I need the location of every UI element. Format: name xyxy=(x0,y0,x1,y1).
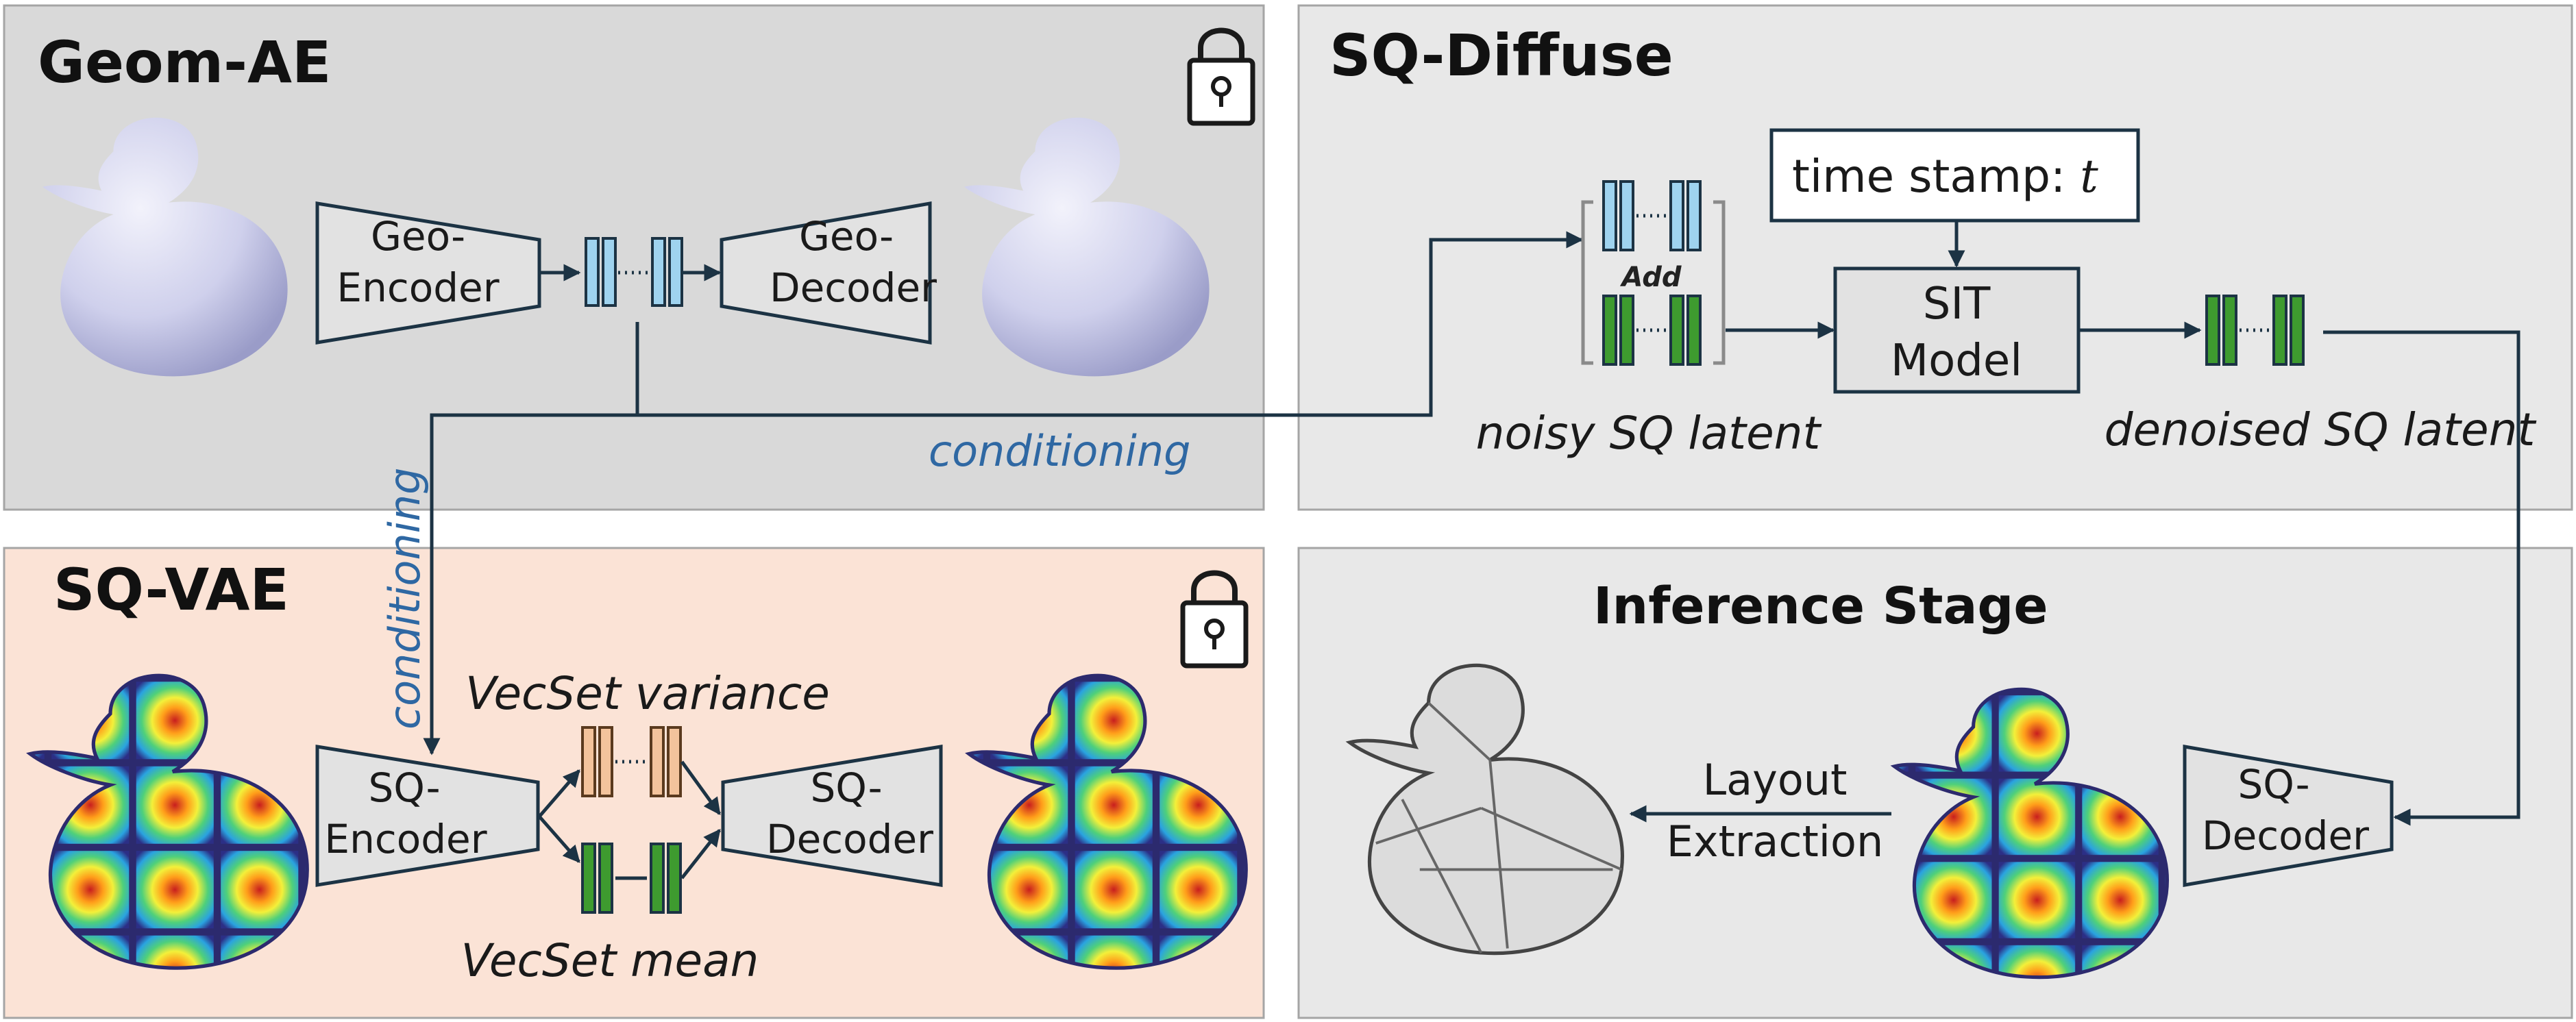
sq-decoder-label: Decoder xyxy=(766,816,933,862)
noise-token-blue xyxy=(1669,180,1684,251)
noisy-latent-bracket xyxy=(1581,200,1593,365)
mean-token xyxy=(650,843,665,914)
sq-decoder-inference-block xyxy=(2183,745,2394,887)
mean-token xyxy=(667,843,682,914)
noise-token-blue xyxy=(1619,180,1634,251)
title-inference: Inference Stage xyxy=(1593,577,2048,636)
mean-token xyxy=(598,843,613,914)
noise-token-blue xyxy=(1686,180,1702,251)
layout-extraction-label: Layout xyxy=(1703,755,1848,805)
sq-decoder-block xyxy=(721,745,943,887)
lock-icon xyxy=(1180,570,1249,669)
title-geom-ae: Geom-AE xyxy=(38,29,331,96)
sit-model-label: Model xyxy=(1891,336,2022,386)
duck-low-poly xyxy=(1349,665,1622,953)
arrow xyxy=(680,829,721,880)
denoised-token-green xyxy=(2222,295,2237,366)
conditioning-label-h: conditioning xyxy=(929,426,1191,476)
noise-token-green xyxy=(1619,295,1634,366)
noise-token-green xyxy=(1686,295,1702,366)
noise-token-blue xyxy=(1602,180,1617,251)
arrow xyxy=(538,769,580,818)
latent-token-blue xyxy=(602,237,617,307)
geo-encoder-label: Geo- xyxy=(371,213,465,260)
variance-token xyxy=(650,726,665,797)
sit-model-block xyxy=(1833,266,2081,394)
conditioning-line xyxy=(423,413,637,756)
title-sq-vae: SQ-VAE xyxy=(53,556,289,623)
geo-encoder-label: Encoder xyxy=(336,264,499,311)
title-sq-diffuse: SQ-Diffuse xyxy=(1329,22,1673,89)
denoised-token-green xyxy=(2205,295,2220,366)
arrow xyxy=(538,815,580,863)
time-stamp-label: time stamp: t xyxy=(1792,150,2098,203)
geo-decoder-block xyxy=(720,201,932,345)
arrow xyxy=(680,760,722,816)
variance-token xyxy=(581,726,596,797)
add-label: Add xyxy=(1620,262,1682,293)
sq-decoder-label: SQ- xyxy=(810,764,882,811)
panel-sq-diffuse xyxy=(1297,4,2573,511)
noise-token-green xyxy=(1602,295,1617,366)
sq-encoder-label: Encoder xyxy=(324,816,487,862)
latent-token-blue xyxy=(585,237,600,307)
flow-line xyxy=(2323,330,2520,826)
vecset-mean-label: VecSet mean xyxy=(461,934,759,987)
variance-token xyxy=(667,726,682,797)
noise-token-green xyxy=(1669,295,1684,366)
denoised-latent-label: denoised SQ latent xyxy=(2105,403,2537,456)
conditioning-line xyxy=(635,231,1584,417)
sq-encoder-label: SQ- xyxy=(368,764,440,811)
sit-model-label: SIT xyxy=(1923,279,1991,329)
vecset-variance-label: VecSet variance xyxy=(465,667,830,720)
geo-encoder-block xyxy=(315,201,541,345)
geo-decoder-label: Decoder xyxy=(770,264,937,311)
denoised-token-green xyxy=(2272,295,2287,366)
geo-decoder-label: Geo- xyxy=(799,213,894,260)
lock-icon xyxy=(1187,27,1255,126)
latent-token-blue xyxy=(651,237,666,307)
latent-token-blue xyxy=(668,237,683,307)
variance-token xyxy=(598,726,613,797)
sq-decoder-inference-label: SQ- xyxy=(2237,761,2309,808)
mean-token xyxy=(581,843,596,914)
noisy-latent-label: noisy SQ latent xyxy=(1476,407,1822,460)
denoised-token-green xyxy=(2290,295,2305,366)
sq-encoder-block xyxy=(315,745,540,887)
conditioning-label-v: conditioning xyxy=(380,467,430,730)
layout-extraction-label: Extraction xyxy=(1667,817,1884,867)
sq-decoder-inference-label: Decoder xyxy=(2202,812,2369,859)
noisy-latent-bracket xyxy=(1713,200,1726,365)
time-stamp-box xyxy=(1769,128,2140,223)
